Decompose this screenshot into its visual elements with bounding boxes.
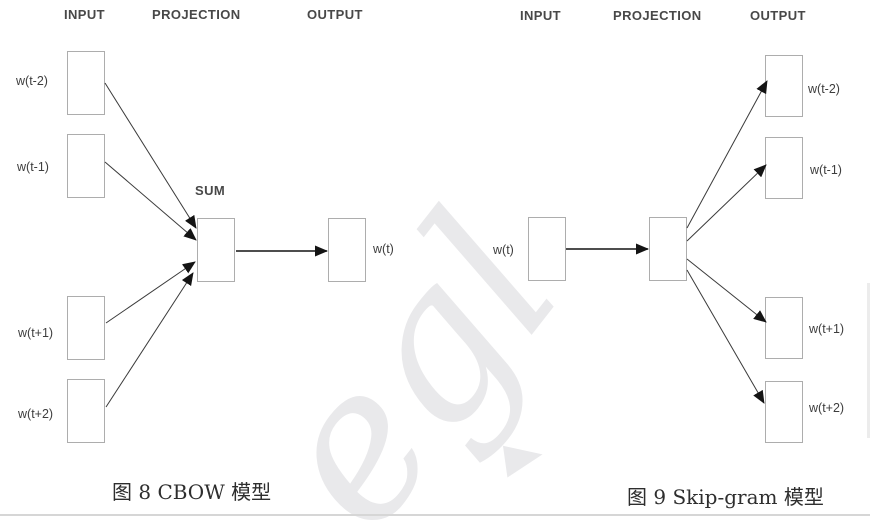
skipgram-output-box-wt-plus-1 [765,297,803,359]
skipgram-header-projection: PROJECTION [613,8,702,23]
cbow-header-input: INPUT [64,7,105,22]
skipgram-arrow-wt-plus-2 [686,269,765,404]
skipgram-caption: 图 9 Skip-gram 模型 [627,485,824,509]
cbow-arrow-wt-minus-2 [104,82,197,229]
right-edge-watermark-sliver [867,283,870,438]
skipgram-arrow-wt-minus-2 [686,80,768,229]
skipgram-label-wt-minus-1: w(t-1) [810,163,842,177]
skipgram-header-output: OUTPUT [750,8,806,23]
cbow-arrow-wt-minus-1 [104,161,197,241]
cbow-header-output: OUTPUT [307,7,363,22]
cbow-label-wt: w(t) [373,242,394,256]
cbow-label-wt-plus-2: w(t+2) [18,407,54,421]
cbow-input-box-wt-minus-2 [67,51,105,115]
skipgram-arrow-wt-plus-1 [686,258,767,323]
skipgram-header-input: INPUT [520,8,561,23]
cbow-label-wt-minus-1: w(t-1) [17,160,49,174]
cbow-label-wt-minus-2: w(t-2) [16,74,48,88]
cbow-sum-label: SUM [195,183,226,198]
skipgram-output-box-wt-minus-1 [765,137,803,199]
cbow-input-box-wt-plus-2 [67,379,105,443]
cbow-arrow-wt-plus-2 [105,272,194,408]
skipgram-label-wt-plus-1: w(t+1) [809,322,845,336]
skipgram-label-wt-plus-2: w(t+2) [809,401,845,415]
skipgram-label-wt: w(t) [493,243,514,257]
bottom-divider-line [0,514,870,516]
skipgram-projection-box [649,217,687,281]
skipgram-output-box-wt-minus-2 [765,55,803,117]
skipgram-input-box [528,217,566,281]
cbow-label-wt-plus-1: w(t+1) [18,326,54,340]
cbow-sum-box [197,218,235,282]
watermark-fragment [502,440,546,478]
cbow-caption: 图 8 CBOW 模型 [112,480,272,504]
skipgram-output-box-wt-plus-2 [765,381,803,443]
cbow-output-box [328,218,366,282]
skipgram-arrow-wt-minus-1 [686,164,767,242]
skipgram-label-wt-minus-2: w(t-2) [808,82,840,96]
cbow-input-box-wt-minus-1 [67,134,105,198]
cbow-input-box-wt-plus-1 [67,296,105,360]
cbow-header-projection: PROJECTION [152,7,241,22]
cbow-arrow-wt-plus-1 [105,261,196,324]
